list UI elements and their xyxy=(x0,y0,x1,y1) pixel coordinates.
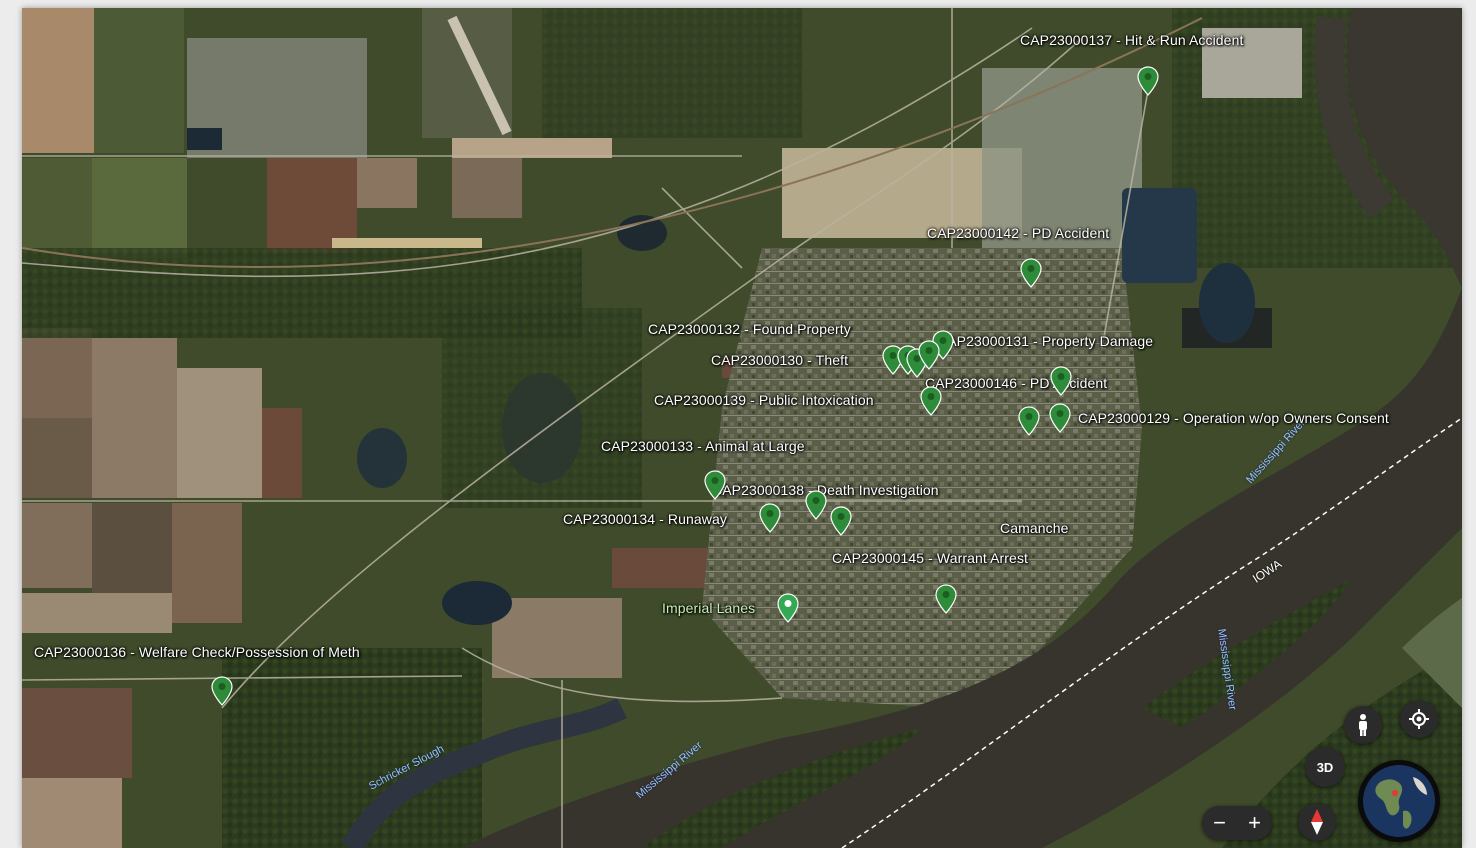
map-pin-icon xyxy=(704,470,726,500)
map-pin-icon xyxy=(1050,366,1072,396)
incident-label[interactable]: CAP23000129 - Operation w/op Owners Cons… xyxy=(1078,410,1389,426)
business-label[interactable]: Imperial Lanes xyxy=(662,600,756,616)
incident-label[interactable]: CAP23000133 - Animal at Large xyxy=(601,438,805,454)
map-pin[interactable] xyxy=(1049,403,1071,433)
view-3d-label: 3D xyxy=(1316,759,1334,775)
street-view-button[interactable] xyxy=(1344,706,1382,744)
incident-label[interactable]: CAP23000132 - Found Property xyxy=(648,321,851,337)
incident-label[interactable]: CAP23000136 - Welfare Check/Possession o… xyxy=(34,644,360,660)
incident-label[interactable]: CAP23000130 - Theft xyxy=(711,352,849,368)
map-pin[interactable] xyxy=(211,676,233,706)
map-pin[interactable] xyxy=(1020,258,1042,288)
person-icon xyxy=(1359,714,1367,736)
map-pin-icon xyxy=(918,340,940,370)
locate-button[interactable] xyxy=(1400,700,1438,738)
map-pin-icon xyxy=(211,676,233,706)
map-pin[interactable] xyxy=(759,503,781,533)
incident-label[interactable]: CAP23000139 - Public Intoxication xyxy=(654,392,874,408)
crosshair-icon xyxy=(1409,709,1429,729)
map-pin-icon xyxy=(1018,406,1040,436)
map-pin[interactable] xyxy=(935,584,957,614)
incident-label[interactable]: CAP23000146 - PD Accident xyxy=(925,375,1108,391)
map-pin-icon xyxy=(920,386,942,416)
globe-button[interactable] xyxy=(1358,760,1440,842)
compass-icon xyxy=(1311,809,1323,835)
town-label: Camanche xyxy=(1000,520,1069,536)
view-3d-button[interactable]: 3D xyxy=(1305,747,1345,787)
map-pin[interactable] xyxy=(1137,66,1159,96)
business-pin-icon xyxy=(777,593,799,623)
map-pin-icon xyxy=(830,506,852,536)
satellite-imagery xyxy=(22,8,1462,848)
map-pin[interactable] xyxy=(704,470,726,500)
globe-icon xyxy=(1363,765,1435,837)
map-pin-icon xyxy=(1137,66,1159,96)
map-pin[interactable] xyxy=(1050,366,1072,396)
map-pin[interactable] xyxy=(830,506,852,536)
map-pin-icon xyxy=(1020,258,1042,288)
map-pin-icon xyxy=(805,490,827,520)
incident-label[interactable]: CAP23000142 - PD Accident xyxy=(927,225,1110,241)
map-pin[interactable] xyxy=(918,340,940,370)
zoom-out-button[interactable]: − xyxy=(1213,810,1226,835)
incident-label[interactable]: CAP23000145 - Warrant Arrest xyxy=(832,550,1029,566)
business-pin[interactable] xyxy=(777,593,799,623)
incident-label[interactable]: CAP23000131 - Property Damage xyxy=(937,333,1154,349)
zoom-in-button[interactable]: + xyxy=(1248,810,1261,835)
satellite-map[interactable]: Mississippi River Mississippi River Miss… xyxy=(22,8,1462,848)
map-pin[interactable] xyxy=(805,490,827,520)
map-pin[interactable] xyxy=(1018,406,1040,436)
zoom-control: − + xyxy=(1202,806,1272,840)
map-pin-icon xyxy=(759,503,781,533)
incident-label[interactable]: CAP23000134 - Runaway xyxy=(563,511,727,527)
map-pin[interactable] xyxy=(920,386,942,416)
map-pin-icon xyxy=(1049,403,1071,433)
incident-label[interactable]: CAP23000138 - Death Investigation xyxy=(712,482,939,498)
compass-button[interactable] xyxy=(1298,803,1336,841)
incident-label[interactable]: CAP23000137 - Hit & Run Accident xyxy=(1020,32,1244,48)
map-pin-icon xyxy=(935,584,957,614)
